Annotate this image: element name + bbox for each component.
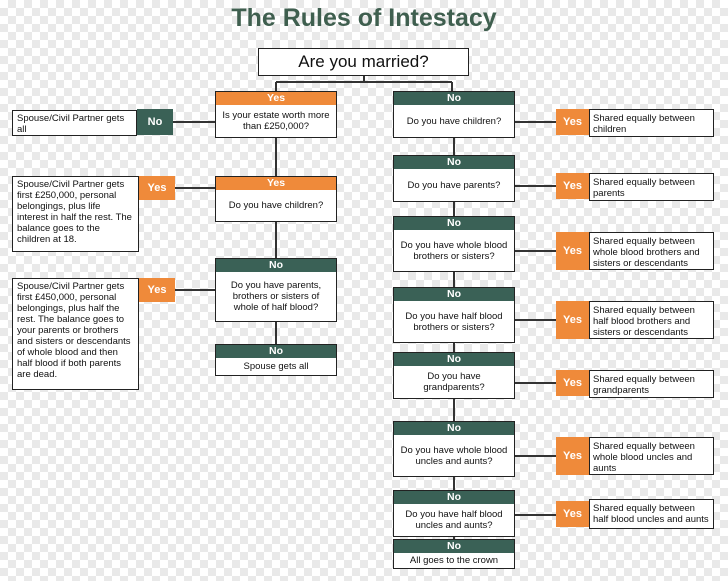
half-siblings-result: Shared equally between half blood brothe… [589, 301, 714, 339]
half-siblings-question-text: Do you have half blood brothers or siste… [405, 310, 503, 333]
crown-text: All goes to the crown [409, 555, 499, 566]
right-children-yes-tag: Yes [556, 109, 589, 135]
right-parents-yes-tag: Yes [556, 173, 589, 199]
right-children-result: Shared equally between children [589, 109, 714, 137]
right-children-question-box: No Do you have children? [393, 91, 515, 138]
children-yes-header: Yes [216, 177, 336, 190]
half-uncles-question-text: Do you have half blood uncles and aunts? [405, 509, 503, 531]
estate-question-text: Is your estate worth more than £250,000? [222, 110, 330, 132]
estate-question-box: Yes Is your estate worth more than £250,… [215, 91, 337, 138]
spouse-all-box: No Spouse gets all [215, 344, 337, 376]
half-uncles-no-header: No [394, 491, 514, 504]
half-siblings-question-box: No Do you have half blood brothers or si… [393, 287, 515, 343]
root-question-box: Are you married? [258, 48, 469, 76]
right-parents-result: Shared equally between parents [589, 173, 714, 201]
parents-question-text: Do you have parents, brothers or sisters… [230, 280, 322, 313]
children-yes-tag: Yes [139, 176, 175, 200]
whole-siblings-yes-tag: Yes [556, 232, 589, 270]
parents-no-header: No [216, 259, 336, 272]
parents-question-box: No Do you have parents, brothers or sist… [215, 258, 337, 322]
right-parents-question-box: No Do you have parents? [393, 155, 515, 202]
half-uncles-question-box: No Do you have half blood uncles and aun… [393, 490, 515, 537]
page-title: The Rules of Intestacy [231, 4, 497, 32]
grandparents-result: Shared equally between grandparents [589, 370, 714, 398]
right-children-question-text: Do you have children? [406, 115, 502, 127]
whole-uncles-result: Shared equally between whole blood uncle… [589, 437, 714, 475]
grandparents-yes-tag: Yes [556, 370, 589, 396]
right-parents-question-text: Do you have parents? [407, 179, 501, 191]
children-question-text: Do you have children? [228, 200, 324, 211]
grandparents-question-text: Do you have grandparents? [423, 371, 485, 393]
whole-siblings-question-text: Do you have whole blood brothers or sist… [400, 239, 508, 262]
whole-siblings-no-header: No [394, 217, 514, 230]
estate-no-tag: No [137, 109, 173, 135]
parents-yes-tag: Yes [139, 278, 175, 302]
parents-yes-result: Spouse/Civil Partner gets first £450,000… [12, 278, 139, 390]
grandparents-no-header: No [394, 353, 514, 366]
crown-no-header: No [394, 540, 514, 553]
whole-uncles-question-text: Do you have whole blood uncles and aunts… [400, 444, 508, 467]
spouse-all-no-header: No [216, 345, 336, 358]
whole-uncles-question-box: No Do you have whole blood uncles and au… [393, 421, 515, 477]
crown-box: No All goes to the crown [393, 539, 515, 569]
right-parents-no-header: No [394, 156, 514, 169]
whole-siblings-result: Shared equally between whole blood broth… [589, 232, 714, 270]
half-uncles-yes-tag: Yes [556, 501, 589, 527]
children-yes-result: Spouse/Civil Partner gets first £250,000… [12, 176, 139, 252]
children-question-box: Yes Do you have children? [215, 176, 337, 222]
whole-uncles-yes-tag: Yes [556, 437, 589, 475]
whole-uncles-no-header: No [394, 422, 514, 435]
estate-yes-header: Yes [216, 92, 336, 105]
grandparents-question-box: No Do you have grandparents? [393, 352, 515, 399]
whole-siblings-question-box: No Do you have whole blood brothers or s… [393, 216, 515, 272]
estate-no-result: Spouse/Civil Partner gets all [12, 110, 137, 136]
spouse-all-text: Spouse gets all [243, 361, 309, 372]
right-children-no-header: No [394, 92, 514, 105]
half-uncles-result: Shared equally between half blood uncles… [589, 499, 714, 529]
half-siblings-no-header: No [394, 288, 514, 301]
half-siblings-yes-tag: Yes [556, 301, 589, 339]
